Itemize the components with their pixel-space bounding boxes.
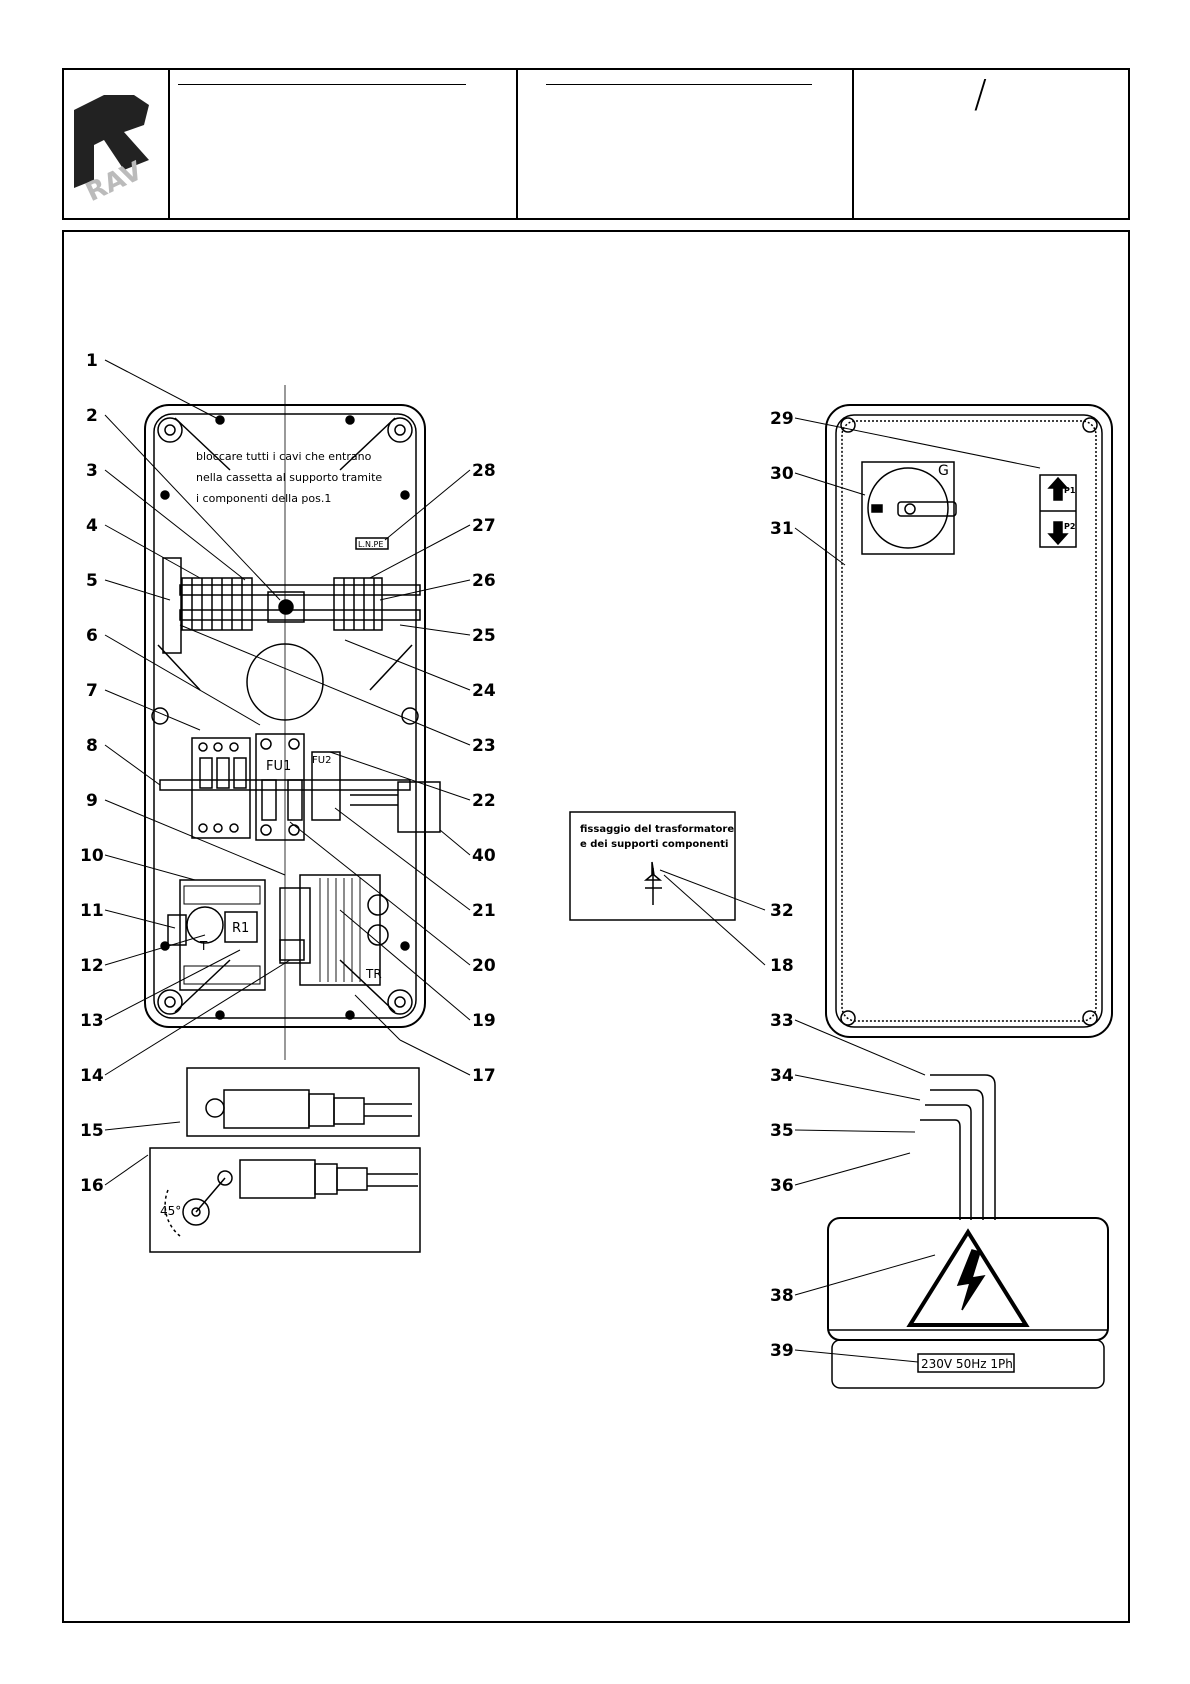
limit-switch-detail-2 — [149, 1147, 421, 1253]
callout-25: 25 — [472, 626, 496, 646]
callout-17: 17 — [472, 1066, 496, 1086]
push-button-down-icon — [1047, 521, 1069, 546]
fixing-detail-box — [569, 811, 736, 921]
callout-5: 5 — [86, 571, 98, 591]
callout-10: 10 — [80, 846, 104, 866]
cover-labels: G P1 P2 230V 50Hz 1Ph — [921, 463, 1076, 1371]
leader-lines — [104, 359, 1041, 1363]
revision-slash: / — [974, 72, 987, 116]
callout-15: 15 — [80, 1121, 104, 1141]
panel-note-line2: nella cassetta al supporto tramite — [196, 471, 382, 484]
callout-3: 3 — [86, 461, 98, 481]
lightning-warning-icon — [956, 1249, 986, 1311]
callout-16: 16 — [80, 1176, 104, 1196]
button1-label: P1 — [1064, 486, 1076, 495]
title-block: RAV / — [62, 68, 1130, 220]
warning-triangle — [906, 1228, 1030, 1327]
fuse-label: FU1 — [266, 759, 291, 774]
panel-note-line3: i componenti della pos.1 — [196, 492, 331, 505]
supply-cables — [920, 1074, 996, 1220]
enclosure-cover — [825, 404, 1113, 1038]
callout-33: 33 — [770, 1011, 794, 1031]
callout-14: 14 — [80, 1066, 104, 1086]
callout-36: 36 — [770, 1176, 794, 1196]
callout-32: 32 — [770, 901, 794, 921]
logo-cell: RAV — [64, 70, 170, 218]
callout-29: 29 — [770, 409, 794, 429]
callout-1: 1 — [86, 351, 98, 371]
callout-21: 21 — [472, 901, 496, 921]
relay-label: R1 — [232, 921, 249, 936]
callout-7: 7 — [86, 681, 98, 701]
switch-label: G — [938, 463, 949, 479]
supply-tag: 230V 50Hz 1Ph — [921, 1357, 1013, 1371]
callout-4: 4 — [86, 516, 98, 536]
detail-box-labels: fissaggio del trasformatore e dei suppor… — [580, 824, 734, 850]
open-enclosure — [144, 385, 441, 1060]
callout-35: 35 — [770, 1121, 794, 1141]
callout-38: 38 — [770, 1286, 794, 1306]
callout-26: 26 — [472, 571, 496, 591]
rav-logo: RAV — [74, 95, 149, 208]
fuse2-label: FU2 — [312, 755, 331, 766]
angle-label: 45° — [160, 1204, 181, 1218]
callout-22: 22 — [472, 791, 496, 811]
small-tag: L.N.PE — [358, 540, 383, 549]
callout-9: 9 — [86, 791, 98, 811]
callout-18: 18 — [770, 956, 794, 976]
callout-30: 30 — [770, 464, 794, 484]
power-supply-box — [827, 1217, 1109, 1389]
diagram-frame — [62, 230, 1130, 1623]
callout-34: 34 — [770, 1066, 794, 1086]
push-button-up-icon — [1047, 476, 1069, 501]
callout-11: 11 — [80, 901, 104, 921]
callout-20: 20 — [472, 956, 496, 976]
callout-40: 40 — [472, 846, 496, 866]
callout-13: 13 — [80, 1011, 104, 1031]
title-cell-1 — [170, 70, 518, 218]
title-cell-3: / — [854, 70, 1128, 218]
callout-28: 28 — [472, 461, 496, 481]
callout-6: 6 — [86, 626, 98, 646]
button2-label: P2 — [1064, 522, 1075, 531]
callout-24: 24 — [472, 681, 496, 701]
left-callout-numbers: 1 2 3 4 5 6 7 8 9 10 11 12 13 14 15 16 — [80, 351, 104, 1196]
callout-12: 12 — [80, 956, 104, 976]
title-underline-2 — [546, 84, 812, 85]
callout-31: 31 — [770, 519, 794, 539]
callout-39: 39 — [770, 1341, 794, 1361]
mid-callout-numbers: 28 27 26 25 24 23 22 40 21 20 19 17 — [472, 461, 496, 1086]
title-underline-1 — [178, 84, 466, 85]
panel-labels: bloccare tutti i cavi che entrano nella … — [160, 450, 383, 1218]
panel-note-line1: bloccare tutti i cavi che entrano — [196, 450, 372, 463]
callout-19: 19 — [472, 1011, 496, 1031]
detail-line1: fissaggio del trasformatore — [580, 824, 734, 835]
timer-label: T — [199, 939, 208, 953]
limit-switch-detail-1 — [186, 1067, 420, 1137]
right-callout-numbers: 29 30 31 32 18 33 34 35 36 38 39 — [770, 409, 794, 1361]
detail-line2: e dei supporti componenti — [580, 839, 728, 850]
callout-23: 23 — [472, 736, 496, 756]
callout-2: 2 — [86, 406, 98, 426]
transformer-label: TR — [365, 967, 382, 981]
callout-27: 27 — [472, 516, 496, 536]
callout-8: 8 — [86, 736, 98, 756]
title-cell-2 — [518, 70, 854, 218]
